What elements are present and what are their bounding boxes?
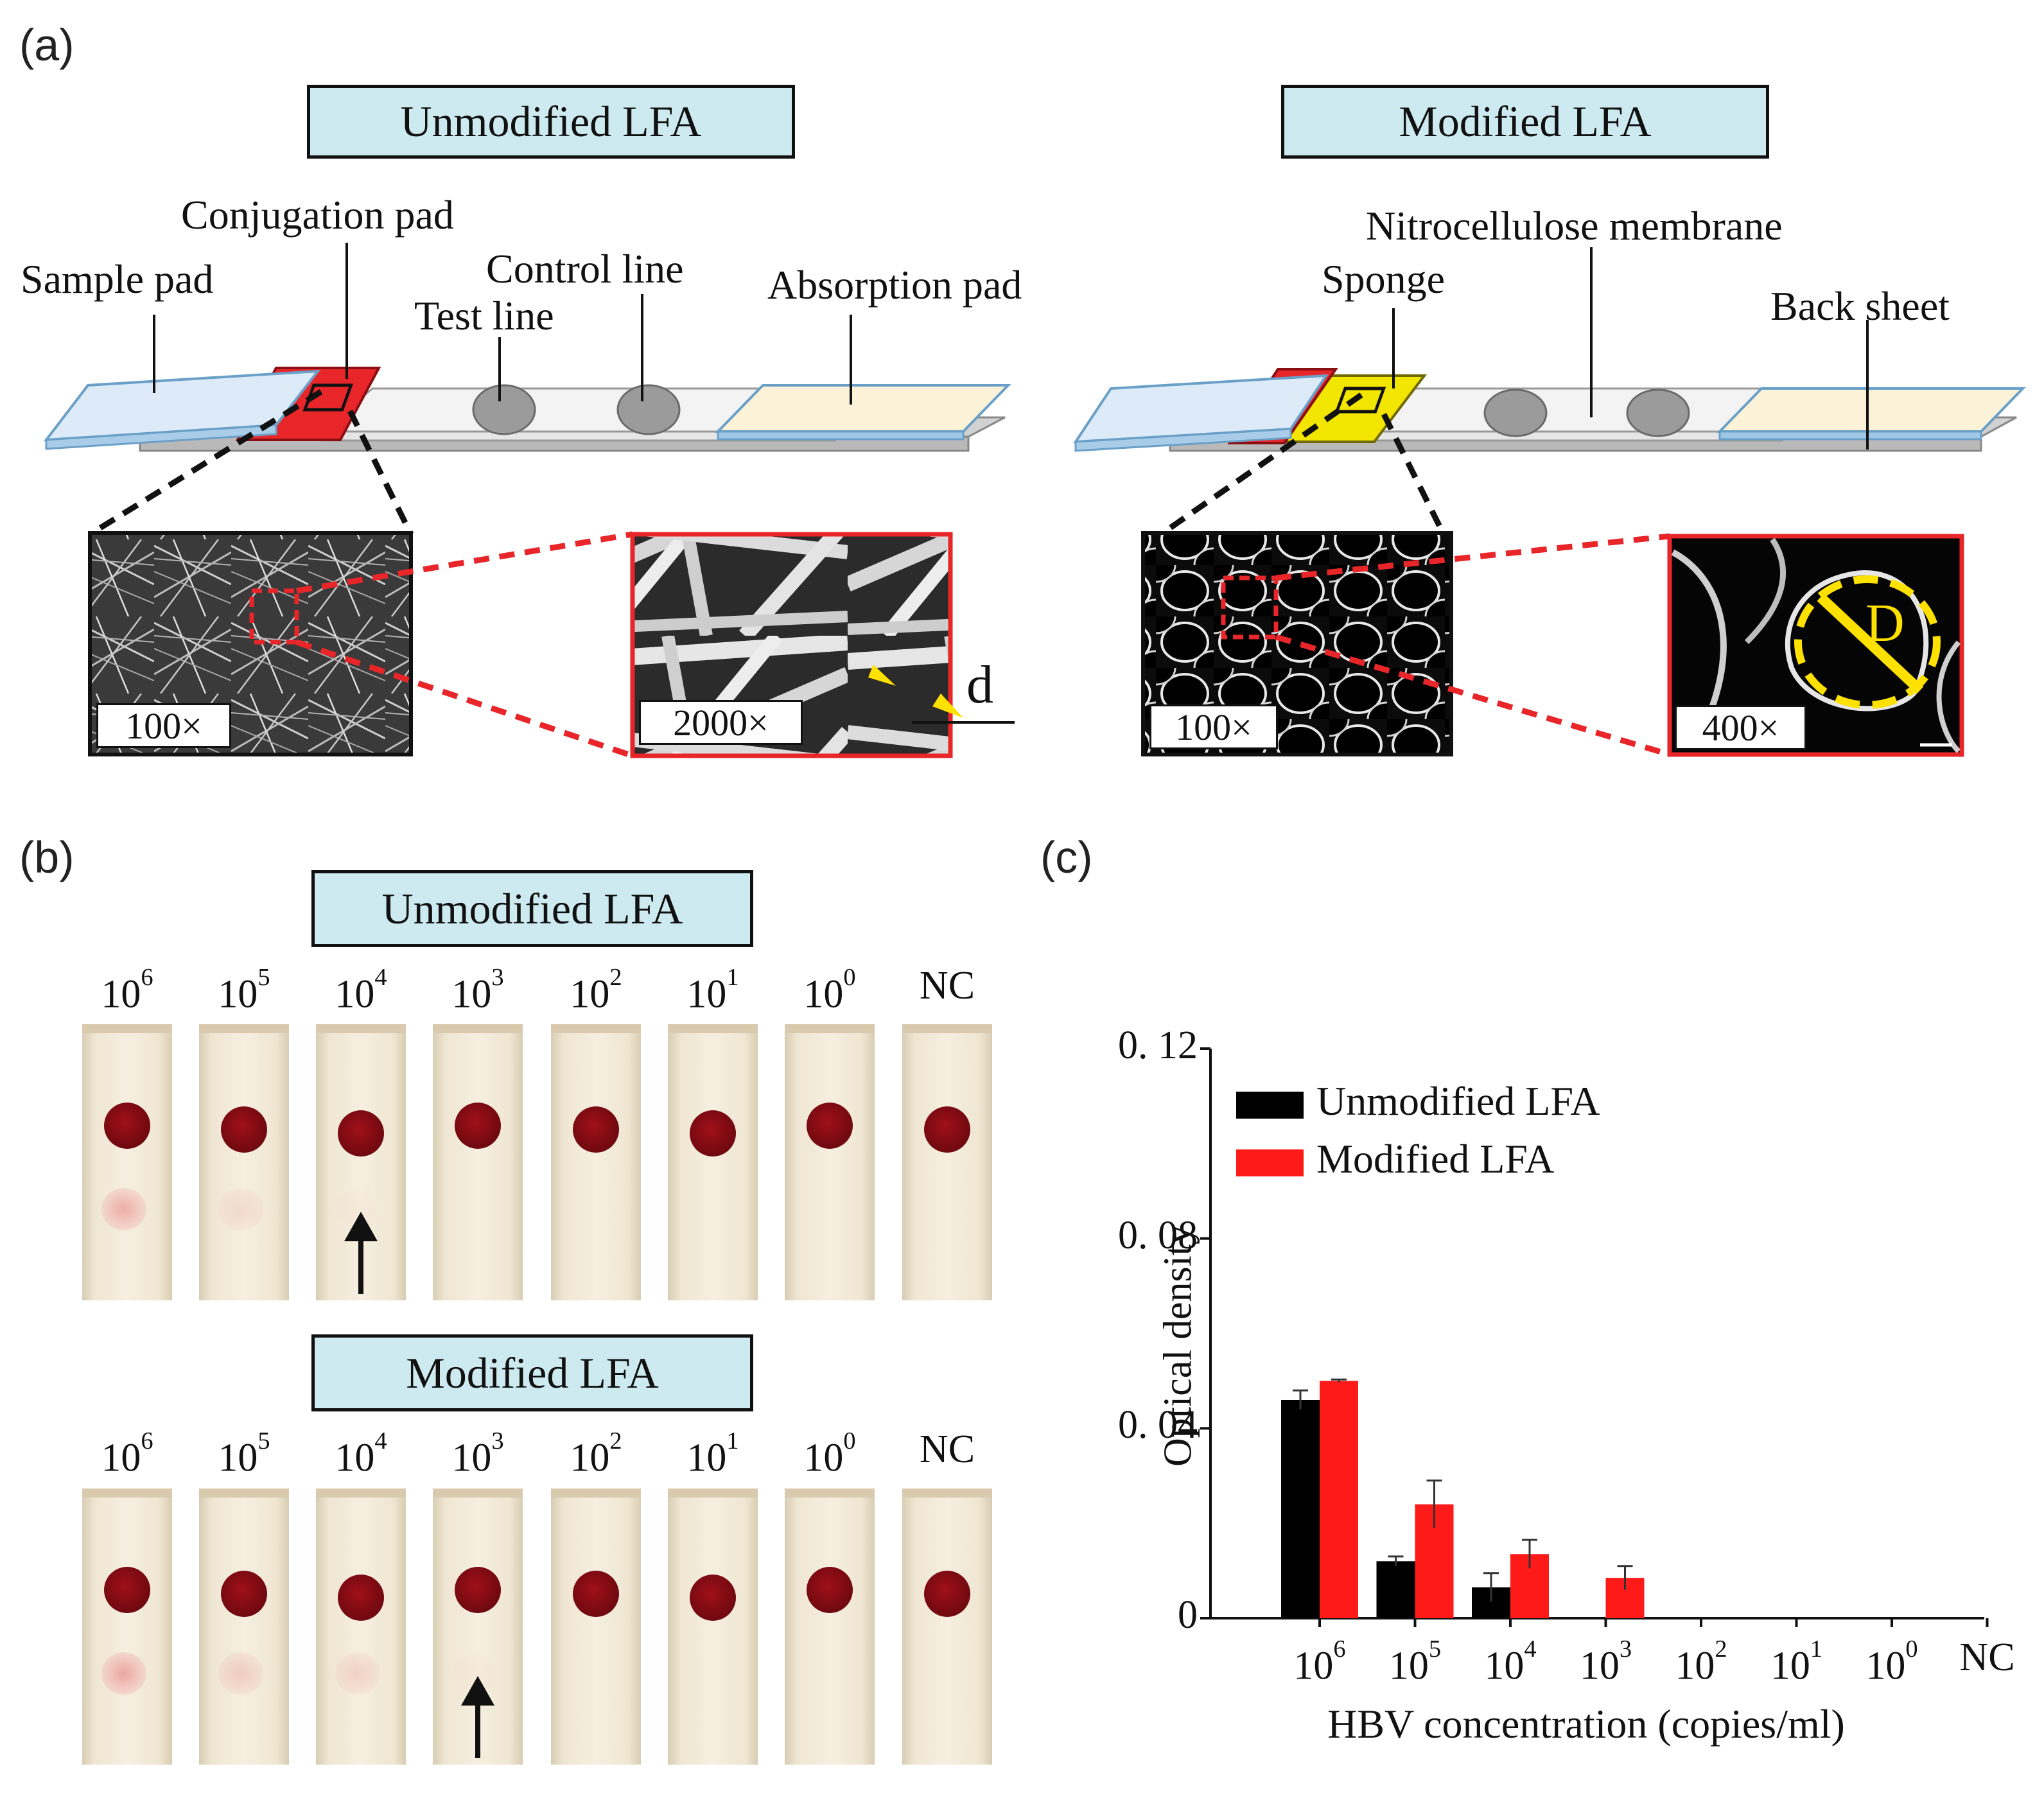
strips-unmodified-title: Unmodified LFA [311,870,753,947]
chart-bar [1281,1399,1320,1618]
chart-legend-label: Modified LFA [1316,1136,1555,1182]
mag-label-unmodified-high: 2000× [639,700,803,745]
concentration-label: 104 [335,1427,387,1480]
control-line-spot [104,1567,150,1613]
control-line-spot [807,1567,853,1613]
test-strip [902,1024,992,1300]
chart-legend-label: Unmodified LFA [1316,1078,1600,1124]
test-line-spot [101,1188,146,1230]
concentration-label: 102 [570,1427,622,1480]
chart-y-tick-label: 0. 12 [1118,1024,1198,1067]
concentration-label: 105 [218,1427,270,1480]
test-line-spot [218,1188,263,1230]
chart-bar [1376,1561,1415,1618]
control-line-spot [573,1571,619,1617]
strips-modified-title: Modified LFA [311,1334,753,1411]
unmodified-lfa-title: Unmodified LFA [307,85,795,159]
chart-x-tick-label: NC [1959,1636,2015,1679]
chart-x-tick-label: 105 [1388,1636,1442,1688]
control-line-spot [573,1106,619,1153]
modified-strip [1073,247,2026,537]
label-sample-pad: Sample pad [21,256,214,302]
chart-x-tick-label: 102 [1675,1636,1727,1688]
chart-x-axis-label: HBV concentration (copies/ml) [1327,1701,1845,1747]
chart-legend-swatch [1236,1092,1304,1119]
concentration-label: 103 [451,1427,504,1480]
label-control-line: Control line [486,246,684,292]
concentration-label: 103 [451,964,504,1017]
lfa-strip-schematics [43,243,2026,537]
concentration-label: 100 [803,1427,856,1480]
test-strip [316,1488,406,1765]
modified-lfa-title: Modified LFA [1281,85,1769,159]
test-strip [785,1488,875,1765]
chart-y-tick-label: 0. 04 [1118,1403,1198,1447]
control-line-spot [455,1103,501,1149]
test-strip [433,1024,523,1300]
fiber-diameter-symbol: d [966,655,993,715]
mag-label-modified-low: 100× [1149,704,1278,749]
test-strip [902,1488,992,1765]
test-strip [199,1024,289,1300]
control-line-spot [221,1106,267,1153]
chart-x-tick-label: 104 [1484,1636,1537,1688]
mag-label-unmodified-low: 100× [96,703,231,748]
test-strip [551,1488,641,1765]
control-line-spot [104,1103,150,1149]
test-strip [82,1024,172,1300]
label-conjugation-pad: Conjugation pad [181,192,454,238]
concentration-label: 106 [101,1427,153,1480]
concentration-label: NC [919,1427,975,1471]
control-line-spot [338,1575,384,1621]
test-strip [785,1024,875,1300]
test-line-spot [218,1652,263,1695]
test-strip [668,1488,758,1765]
label-test-line: Test line [414,293,554,338]
concentration-label: 102 [570,964,622,1017]
control-line-spot [455,1567,501,1613]
label-sponge: Sponge [1322,256,1445,302]
test-strip [199,1488,289,1765]
panel-a-label: (a) [19,20,74,70]
panel-b-label: (b) [19,832,74,882]
sem-micrographs [88,531,1964,759]
test-strip [82,1488,172,1765]
chart-bar [1320,1381,1358,1618]
control-line-spot [690,1575,736,1621]
test-line-spot [101,1652,146,1695]
arrow-up-icon [461,1676,494,1758]
chart-y-tick-label: 0. 08 [1118,1213,1198,1257]
control-line-spot [338,1110,384,1157]
concentration-label: 105 [218,964,270,1017]
concentration-label: 101 [686,1427,739,1480]
chart-x-tick-label: 106 [1293,1636,1346,1688]
chart-x-tick-label: 103 [1579,1636,1632,1688]
chart-x-tick-label: 100 [1865,1636,1918,1688]
control-line-spot [924,1106,970,1153]
test-strip [551,1024,641,1300]
pore-diameter-symbol: D [1865,593,1905,653]
test-strip [668,1024,758,1300]
arrow-up-icon [344,1212,378,1294]
concentration-label: NC [919,964,975,1008]
label-nitrocellulose-membrane: Nitrocellulose membrane [1366,203,1783,249]
unmodified-strip [43,243,1011,537]
mag-label-modified-high: 400× [1675,705,1806,750]
chart-legend-swatch [1236,1149,1304,1176]
chart-x-tick-label: 101 [1770,1636,1823,1688]
control-line-spot [924,1571,970,1617]
concentration-label: 104 [335,964,387,1017]
label-absorption-pad: Absorption pad [767,262,1022,308]
test-line-spot [335,1652,380,1695]
control-line-spot [690,1110,736,1157]
label-back-sheet: Back sheet [1770,283,1950,329]
chart-y-tick-label: 0 [1178,1593,1198,1637]
concentration-label: 100 [803,964,856,1017]
concentration-label: 106 [101,964,153,1017]
control-line-spot [807,1103,853,1149]
panel-c-label: (c) [1040,832,1093,882]
concentration-label: 101 [686,964,739,1017]
control-line-spot [221,1571,267,1617]
